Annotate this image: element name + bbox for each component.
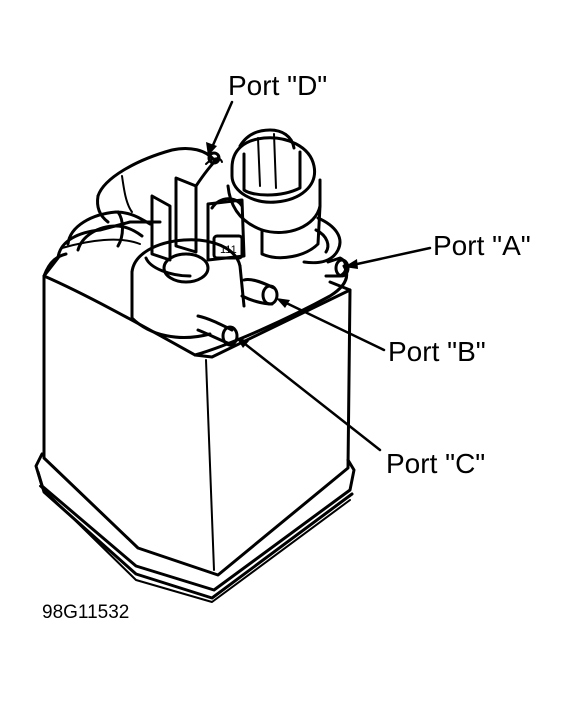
leader-arrowheads xyxy=(206,142,358,348)
solenoid-cap xyxy=(226,128,322,260)
connector-mark: 111 xyxy=(220,244,237,256)
figure-id: 98G11532 xyxy=(42,602,130,623)
leader-port-a xyxy=(346,246,432,268)
port-b-label: Port "B" xyxy=(388,336,486,367)
electrical-connector xyxy=(150,151,246,262)
vapor-tube xyxy=(66,210,152,252)
purge-valve-housing xyxy=(96,146,216,224)
leader-port-c xyxy=(238,338,382,452)
port-b-nozzle xyxy=(240,278,279,306)
canister-base-rim xyxy=(34,452,356,603)
port-c-label: Port "C" xyxy=(386,448,486,479)
leader-port-d xyxy=(208,100,234,154)
hose-port-a xyxy=(302,216,350,278)
leader-port-b xyxy=(278,298,386,352)
port-d-label: Port "D" xyxy=(228,70,328,101)
port-c-nozzle xyxy=(196,314,239,347)
port-b-housing xyxy=(130,238,246,339)
port-a-label: Port "A" xyxy=(433,230,531,261)
leader-lines xyxy=(208,100,432,452)
